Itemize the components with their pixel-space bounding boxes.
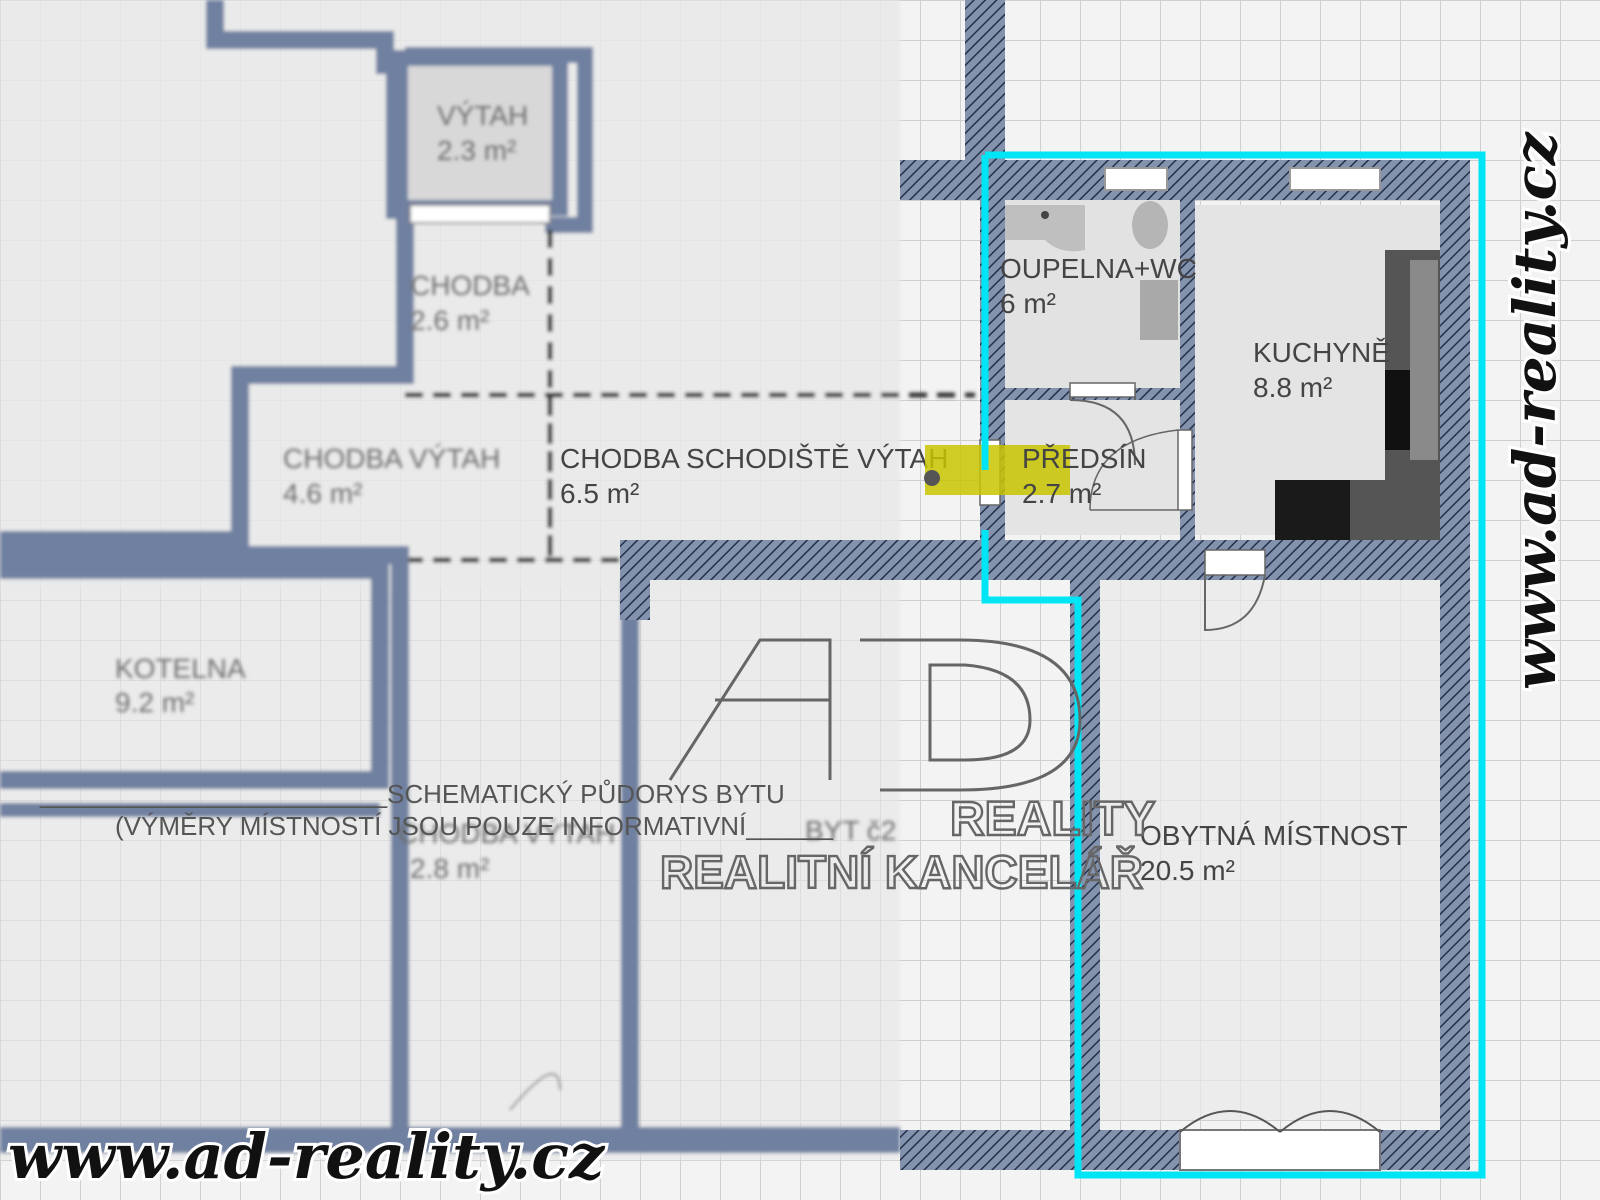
area-kotelna: 9.2 m² [115, 687, 194, 718]
label-vytah: VÝTAH [437, 100, 528, 131]
area-vytah: 2.3 m² [437, 135, 516, 166]
door-living [1204, 574, 1266, 632]
area-kuchyne: 8.8 m² [1253, 372, 1332, 403]
window-living [1179, 1129, 1381, 1171]
window-bathroom [1104, 167, 1168, 191]
label-chodba-vytah: CHODBA VÝTAH [283, 443, 500, 474]
logo-tagline: REALITNÍ KANCELÁŘ [660, 846, 1143, 898]
area-koupelna: 6 m² [1000, 288, 1056, 319]
apartment-outline [981, 151, 1486, 1179]
area-predsin: 2.7 m² [1022, 478, 1101, 509]
watermark-url-bottom: www.ad-reality.cz [8, 1120, 606, 1193]
area-chodba-vytah: 4.6 m² [283, 478, 362, 509]
label-chodba: CHODBA [410, 270, 530, 301]
company-logo: REALITY REALITNÍ KANCELÁŘ [659, 638, 1157, 899]
area-obytna: 20.5 m² [1140, 855, 1235, 886]
hallway-fixture [925, 445, 1070, 495]
kitchen-appliance [1275, 480, 1350, 540]
label-kuchyne: KUCHYNĚ [1253, 337, 1390, 368]
note-schematic: ________________________SCHEMATICKÝ PŮDO… [39, 778, 785, 809]
label-chodba-schodiste: CHODBA SCHODIŠTĚ VÝTAH [560, 443, 948, 474]
area-chodba-lower: 2.8 m² [410, 853, 489, 884]
label-byt: BYT č2 [805, 815, 896, 846]
label-chodba-lower: CHODBA VÝTAH [398, 818, 615, 849]
window-kitchen [1289, 167, 1381, 191]
label-obytna: OBYTNÁ MÍSTNOST [1140, 820, 1408, 851]
watermark-url-side: www.ad-reality.cz [1501, 131, 1569, 690]
logo-brand: REALITY [950, 793, 1155, 846]
sink-fixture [1140, 280, 1178, 340]
shower-fixture [1005, 205, 1085, 252]
building-context [0, 0, 975, 1160]
toilet-fixture [1132, 201, 1168, 249]
label-predsin: PŘEDSÍN [1022, 443, 1146, 474]
area-chodba-schodiste: 6.5 m² [560, 478, 639, 509]
apartment [620, 0, 1486, 1179]
note-areas: (VÝMĚRY MÍSTNOSTÍ JSOU POUZE INFORMATIVN… [115, 811, 834, 841]
label-kotelna: KOTELNA [115, 653, 246, 684]
label-koupelna: OUPELNA+WC [1000, 253, 1197, 284]
area-chodba: 2.6 m² [410, 305, 489, 336]
